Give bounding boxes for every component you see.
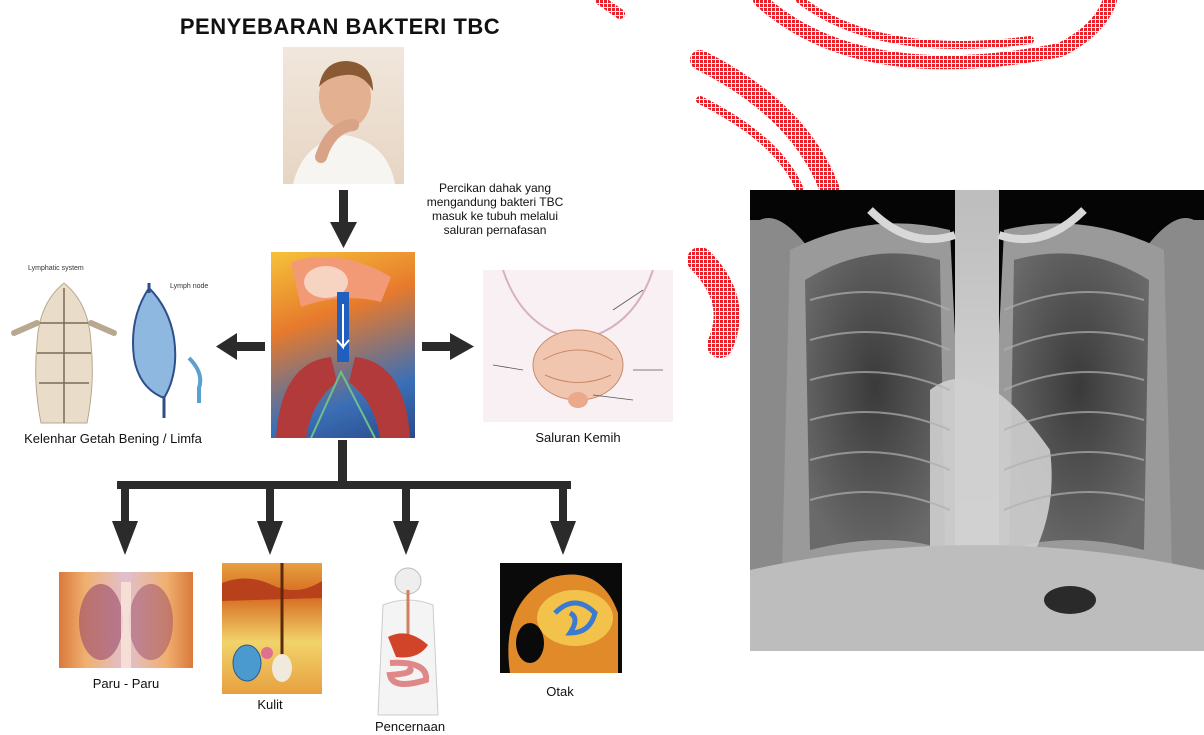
digestion-label: Pencernaan (364, 719, 456, 734)
lungs-image (59, 572, 193, 668)
skin-label: Kulit (240, 697, 300, 712)
skin-image (222, 563, 322, 694)
lungs-label: Paru - Paru (59, 676, 193, 691)
brain-image (500, 563, 622, 673)
digestion-image (368, 565, 448, 717)
brain-label: Otak (530, 684, 590, 699)
flow-arrows (0, 0, 700, 570)
chest-xray-image (750, 190, 1204, 651)
